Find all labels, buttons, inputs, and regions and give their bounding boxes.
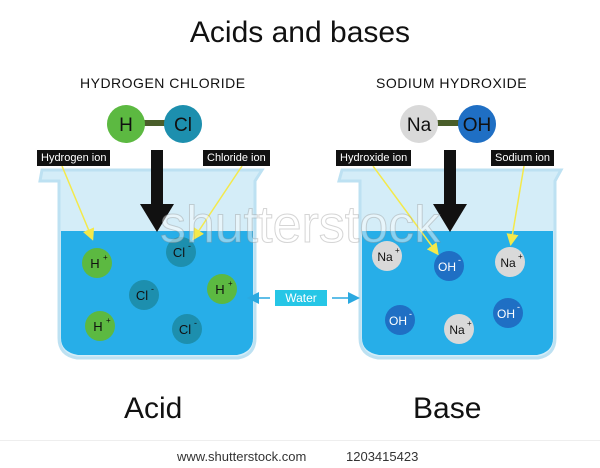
watermark-text: shutterstock bbox=[160, 196, 441, 254]
label-sodium-ion: Sodium ion bbox=[491, 150, 555, 166]
hydroxide-ion-1 bbox=[434, 251, 464, 281]
pointer-chloride-ion bbox=[192, 165, 243, 241]
charge: + bbox=[106, 316, 111, 325]
charge: + bbox=[467, 319, 472, 328]
sodium-atom bbox=[400, 105, 438, 143]
compound-name-left: HYDROGEN CHLORIDE bbox=[80, 75, 246, 91]
ion-text: Na bbox=[449, 323, 465, 337]
hydrogen-atom bbox=[107, 105, 145, 143]
ion-text: Cl bbox=[173, 245, 185, 260]
ion-text: OH bbox=[497, 307, 515, 321]
charge: - bbox=[188, 241, 191, 251]
water-label: Water bbox=[275, 290, 327, 306]
acid-caption: Acid bbox=[124, 392, 183, 425]
ion-text: H bbox=[93, 319, 102, 334]
chloride-ion-3 bbox=[172, 314, 202, 344]
chlorine-atom-label: Cl bbox=[174, 115, 192, 136]
page-title: Acids and bases bbox=[189, 16, 411, 49]
hydroxide-ion-2 bbox=[385, 305, 415, 335]
bond-right bbox=[433, 120, 465, 126]
hydrogen-ion-2 bbox=[207, 274, 237, 304]
footer: www.shutterstock.com 1203415423 bbox=[0, 440, 600, 468]
pointer-sodium-ion bbox=[506, 165, 525, 246]
charge: - bbox=[194, 318, 197, 328]
hydrogen-ion-1 bbox=[82, 248, 112, 278]
hydrogen-atom-label: H bbox=[119, 115, 133, 136]
hydroxide-ion-3 bbox=[493, 298, 523, 328]
ion-text: H bbox=[90, 256, 99, 271]
charge: + bbox=[103, 253, 108, 262]
chloride-ion-2 bbox=[129, 280, 159, 310]
hydroxide-group-label: OH bbox=[463, 115, 492, 136]
sodium-ion-2 bbox=[495, 247, 525, 277]
charge: + bbox=[228, 279, 233, 288]
ion-text: OH bbox=[438, 260, 456, 274]
charge: - bbox=[517, 302, 520, 312]
footer-url: www.shutterstock.com bbox=[177, 449, 307, 464]
hydroxide-group bbox=[458, 105, 496, 143]
ion-text: Cl bbox=[179, 322, 191, 337]
sodium-ion-1 bbox=[372, 241, 402, 271]
label-hydroxide-ion: Hydroxide ion bbox=[336, 150, 412, 166]
chlorine-atom bbox=[164, 105, 202, 143]
charge: - bbox=[151, 284, 154, 294]
sodium-ion-3 bbox=[444, 314, 474, 344]
pointer-hydroxide-ion bbox=[372, 165, 439, 256]
bond-left bbox=[140, 120, 176, 126]
chloride-ion-1 bbox=[166, 237, 196, 267]
sodium-atom-label: Na bbox=[407, 115, 432, 136]
hydrogen-ion-3 bbox=[85, 311, 115, 341]
ion-text: OH bbox=[389, 314, 407, 328]
label-chloride-ion: Chloride ion bbox=[203, 150, 270, 166]
ion-text: Cl bbox=[136, 288, 148, 303]
dissociation-arrow-left bbox=[140, 150, 174, 232]
charge: + bbox=[395, 246, 400, 255]
base-caption: Base bbox=[413, 392, 482, 425]
ion-text: H bbox=[215, 282, 224, 297]
dissociation-arrow-right bbox=[433, 150, 467, 232]
charge: - bbox=[458, 255, 461, 265]
label-hydrogen-ion: Hydrogen ion bbox=[37, 150, 111, 166]
pointer-hydrogen-ion bbox=[61, 165, 95, 241]
compound-name-right: SODIUM HYDROXIDE bbox=[376, 75, 528, 91]
footer-image-id: 1203415423 bbox=[346, 449, 419, 464]
ion-text: Na bbox=[377, 250, 393, 264]
charge: - bbox=[409, 309, 412, 319]
charge: + bbox=[518, 252, 523, 261]
ion-text: Na bbox=[500, 256, 516, 270]
